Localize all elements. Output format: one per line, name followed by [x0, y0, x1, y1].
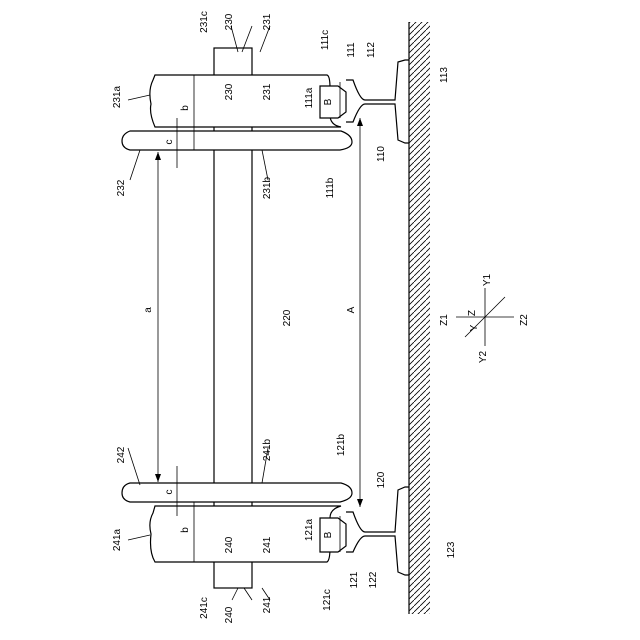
label-241-body: 241: [262, 536, 273, 553]
label-111b: 111b: [325, 177, 336, 198]
label-120: 120: [376, 471, 387, 488]
label-231c: 231c: [199, 11, 210, 33]
label-123: 123: [446, 541, 457, 558]
axis-label-Y: Y: [469, 324, 480, 331]
label-112: 112: [366, 42, 377, 58]
label-121a: 121a: [304, 518, 315, 541]
label-111a: 111a: [304, 87, 315, 108]
axis-label-Z2: Z2: [519, 314, 530, 326]
dim-label-c-bot: c: [164, 490, 175, 495]
label-240-body: 240: [224, 536, 235, 553]
label-230: 230: [224, 13, 235, 30]
dim-label-B-bot: B: [323, 531, 334, 538]
label-111: 111: [346, 42, 357, 58]
label-230-body: 230: [224, 83, 235, 100]
label-121c: 121c: [322, 589, 333, 611]
label-232: 232: [116, 179, 127, 196]
label-231: 231: [262, 13, 273, 30]
dim-label-b-bot: b: [180, 527, 191, 533]
label-241c: 241c: [199, 597, 210, 619]
axis-label-Y2: Y2: [478, 350, 489, 363]
label-240: 240: [224, 606, 235, 623]
label-121: 121: [349, 571, 360, 588]
ground-hatch: [409, 22, 430, 614]
label-113: 113: [439, 67, 450, 83]
dim-label-c-top: c: [164, 140, 175, 145]
dim-label-a: a: [143, 307, 154, 313]
wheel-231: [122, 75, 352, 150]
label-111c: 111c: [320, 30, 331, 50]
label-241b: 241b: [262, 438, 273, 461]
label-241a: 241a: [112, 528, 123, 551]
dim-label-b-top: b: [180, 105, 191, 111]
label-110: 110: [376, 146, 387, 162]
label-122: 122: [368, 571, 379, 588]
dim-label-B-top: B: [323, 98, 334, 105]
label-242: 242: [116, 446, 127, 463]
wheel-241: [122, 483, 352, 562]
axis-label-Y1: Y1: [482, 273, 493, 286]
coordinate-axes: [456, 288, 514, 346]
label-220: 220: [282, 309, 293, 326]
label-241: 241: [262, 596, 273, 613]
label-231b: 231b: [262, 176, 273, 199]
dim-label-A: A: [346, 306, 357, 313]
label-121b: 121b: [336, 433, 347, 456]
axis-label-Z1: Z1: [439, 314, 450, 326]
label-231a: 231a: [112, 85, 123, 108]
axis-label-Z: Z: [467, 310, 478, 316]
label-231-body: 231: [262, 83, 273, 100]
